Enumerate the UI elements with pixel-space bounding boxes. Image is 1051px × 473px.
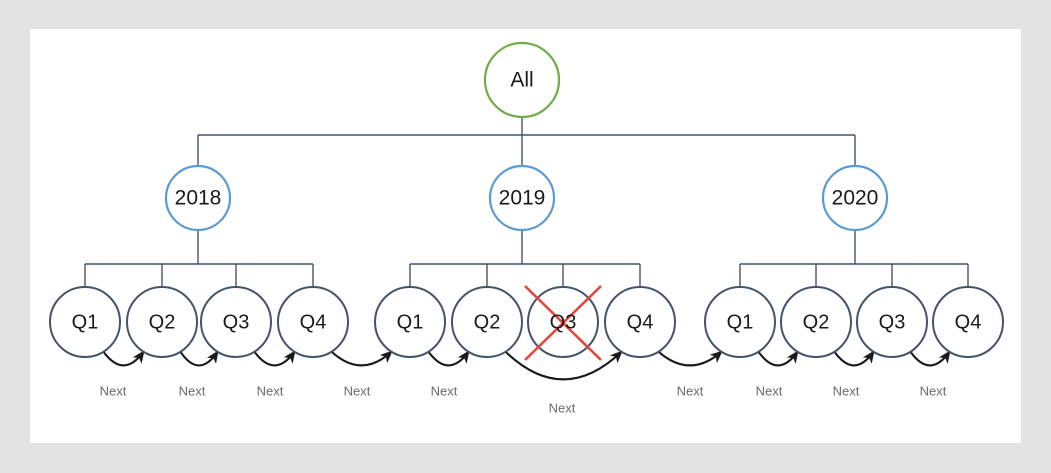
diagram-canvas — [30, 29, 1021, 443]
